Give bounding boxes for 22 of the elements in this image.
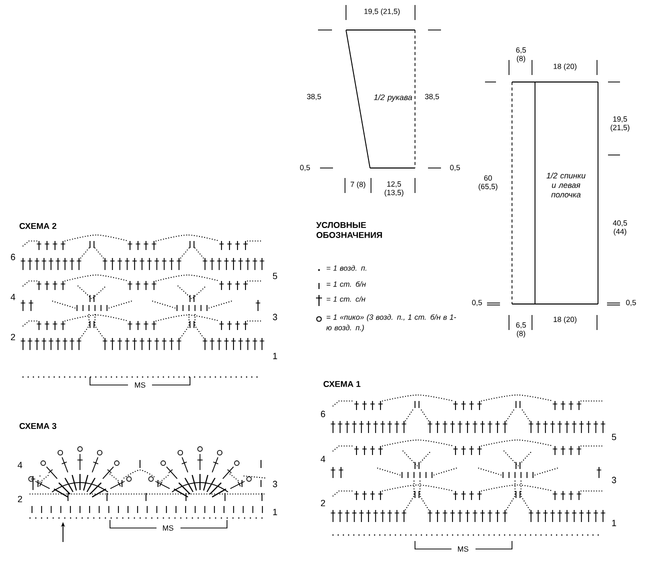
row-number: 4 [320,456,326,462]
row-number: 5 [272,272,278,280]
pattern-piece: 1/2 рукава [346,30,416,168]
row-number: 1 [612,520,616,526]
chart-heading: СХЕМА 2 [20,223,56,229]
row-number: 6 [320,410,326,418]
row-number: 3 [272,314,278,320]
row-number: 4 [18,462,22,468]
row-number: 5 [612,434,616,440]
row-number: 2 [10,334,16,340]
row-number: 1 [273,508,278,516]
chart-heading: СХЕМА 1 [324,381,360,387]
row-number: 4 [10,294,16,300]
pattern-piece: 1/2 спинки и левая полочка [512,82,598,304]
row-number: 3 [612,476,616,484]
row-number: 6 [10,254,16,260]
row-number: 2 [320,500,326,506]
row-number: 3 [272,480,278,488]
row-number: 2 [18,496,22,502]
row-number: 1 [273,352,278,360]
legend-heading: УСЛОВНЫЕ ОБОЗНАЧЕНИЯ [316,222,382,238]
chart-heading: СХЕМА 3 [20,423,56,429]
